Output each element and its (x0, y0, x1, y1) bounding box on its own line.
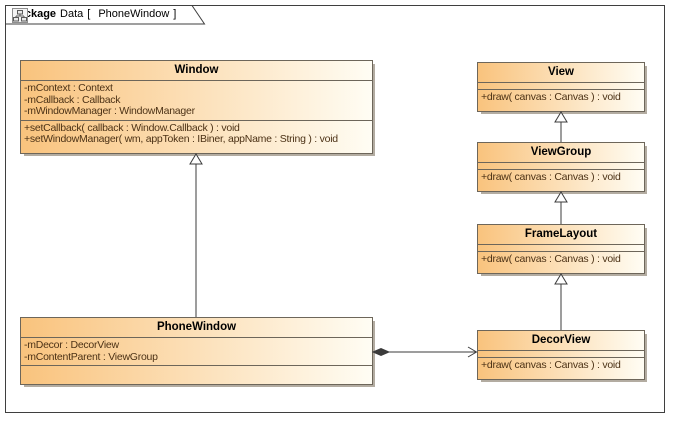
generalization-phonewindow-to-window[interactable] (189, 153, 203, 317)
class-title: FrameLayout (524, 228, 598, 240)
package-frame-tab: package Data [ PhoneWindow ] (5, 5, 207, 25)
attributes-compartment: -mDecor : DecorView -mContentParent : Vi… (21, 337, 372, 365)
operations-compartment-empty (21, 365, 372, 384)
attributes-compartment: -mContext : Context -mCallback : Callbac… (21, 80, 372, 120)
frame-tab-label: package Data [ PhoneWindow ] (12, 8, 177, 23)
class-box-window[interactable]: Window -mContext : Context -mCallback : … (20, 60, 373, 154)
class-title: ViewGroup (530, 146, 592, 158)
attribute: -mWindowManager : WindowManager (24, 105, 195, 117)
attributes-compartment-empty (478, 350, 644, 357)
generalization-viewgroup-to-view[interactable] (554, 111, 568, 142)
attributes-compartment-empty (478, 82, 644, 89)
attribute: -mDecor : DecorView (24, 339, 119, 351)
operations-compartment: +draw( canvas : Canvas ) : void (478, 251, 644, 273)
attributes-compartment-empty (478, 244, 644, 251)
operations-compartment: +setCallback( callback : Window.Callback… (21, 119, 372, 154)
class-box-decorview[interactable]: DecorView +draw( canvas : Canvas ) : voi… (477, 330, 645, 380)
attribute: -mCallback : Callback (24, 93, 121, 106)
class-box-framelayout[interactable]: FrameLayout +draw( canvas : Canvas ) : v… (477, 224, 645, 274)
class-title: View (548, 66, 574, 78)
attributes-compartment-empty (478, 162, 644, 169)
class-box-phonewindow[interactable]: PhoneWindow -mDecor : DecorView -mConten… (20, 317, 373, 385)
operation: +draw( canvas : Canvas ) : void (481, 171, 621, 183)
operations-compartment: +draw( canvas : Canvas ) : void (478, 169, 644, 191)
class-box-view[interactable]: View +draw( canvas : Canvas ) : void (477, 62, 645, 112)
frame-package-name: Data (60, 8, 84, 20)
class-title: Window (174, 64, 219, 76)
operation: +setCallback( callback : Window.Callback… (24, 121, 240, 134)
class-box-viewgroup[interactable]: ViewGroup +draw( canvas : Canvas ) : voi… (477, 142, 645, 192)
operations-compartment: +draw( canvas : Canvas ) : void (478, 357, 644, 379)
class-title: DecorView (531, 334, 591, 346)
attribute: -mContext : Context (24, 82, 113, 94)
package-frame (5, 5, 665, 413)
operation: +draw( canvas : Canvas ) : void (481, 359, 621, 371)
composition-phonewindow-to-decorview[interactable] (371, 346, 478, 358)
operations-compartment: +draw( canvas : Canvas ) : void (478, 89, 644, 111)
frame-bracket-close: ] (173, 8, 177, 20)
frame-diagram-name: PhoneWindow (98, 8, 170, 20)
class-title: PhoneWindow (156, 321, 237, 333)
attribute: -mContentParent : ViewGroup (24, 350, 158, 363)
operation: +draw( canvas : Canvas ) : void (481, 253, 621, 265)
generalization-framelayout-to-viewgroup[interactable] (554, 191, 568, 224)
operation: +setWindowManager( wm, appToken : IBiner… (24, 133, 338, 145)
operation: +draw( canvas : Canvas ) : void (481, 91, 621, 103)
frame-tab-shape (5, 5, 206, 25)
generalization-decorview-to-framelayout[interactable] (554, 273, 568, 330)
frame-bracket-open: [ (87, 8, 91, 20)
